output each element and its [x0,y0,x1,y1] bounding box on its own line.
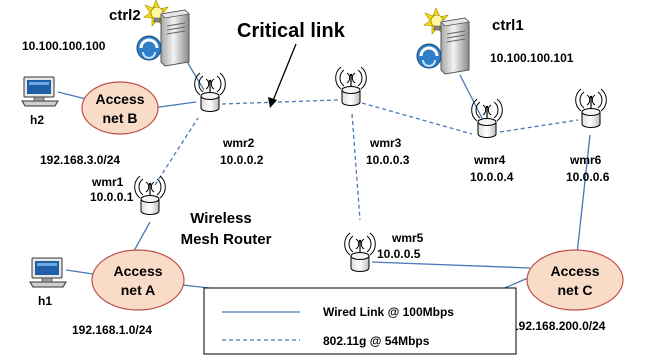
wmr4-name: wmr4 [473,153,506,167]
net-c-line1: Access [550,263,599,279]
h2-label: h2 [30,113,44,127]
wmr2-name: wmr2 [222,136,255,150]
h1-label: h1 [38,294,52,308]
wireless-links [154,99,579,221]
wmr5-name: wmr5 [391,231,424,245]
wmr6-ip: 10.0.0.6 [566,170,610,184]
wmr4-ip: 10.0.0.4 [470,170,514,184]
computer-icon [29,257,67,288]
link-wmr5-netc [371,261,531,269]
access-net-c: Access net C 192.168.200.0/24 [512,249,624,333]
net-c-line2: net C [558,282,593,298]
legend-wired-label: Wired Link @ 100Mbps [323,305,454,319]
link-wmr2-wmr3 [221,99,339,105]
ctrl2-ip: 10.100.100.100 [22,39,106,53]
router-type-label: Wireless Mesh Router [181,210,272,248]
router-type-line1: Wireless [190,210,252,227]
link-wmr1-wmr2 [154,117,199,186]
net-c-subnet: 192.168.200.0/24 [512,319,606,333]
net-a-line2: net A [121,282,155,298]
link-wmr6-netc [576,134,591,255]
wireless-router-icon [471,98,503,139]
wireless-router-icon [575,88,607,129]
wmr1-name: wmr1 [91,175,124,189]
wmr3-name: wmr3 [369,136,402,150]
router-wmr4: wmr4 10.0.0.4 [470,98,514,184]
link-wmr3-wmr5 [351,113,361,221]
controller-ctrl2: ctrl2 10.100.100.100 [22,0,191,68]
ctrl2-name: ctrl2 [109,7,141,24]
wireless-router-icon [134,175,166,216]
computer-icon [21,76,59,107]
net-b-line1: Access [95,91,144,107]
legend-wireless-label: 802.11g @ 54Mbps [323,334,430,348]
legend: Wired Link @ 100Mbps 802.11g @ 54Mbps [203,287,517,355]
wmr2-ip: 10.0.0.2 [220,153,264,167]
ctrl1-name: ctrl1 [492,17,524,34]
net-b-subnet: 192.168.3.0/24 [40,153,120,167]
net-b-line2: net B [103,110,138,126]
critical-link-callout: Critical link [237,20,346,108]
controller-ctrl1: ctrl1 10.100.100.101 [415,6,574,76]
link-ctrl1-wmr4 [459,74,485,123]
server-icon [135,0,191,68]
critical-link-label: Critical link [237,20,346,42]
net-a-subnet: 192.168.1.0/24 [72,323,152,337]
wmr6-name: wmr6 [569,153,602,167]
router-wmr5: wmr5 10.0.0.5 [344,231,424,273]
wmr1-ip: 10.0.0.1 [90,190,134,204]
link-netb-wmr2 [151,101,197,109]
access-net-b: Access net B 192.168.3.0/24 [40,81,159,167]
router-wmr2: wmr2 10.0.0.2 [194,72,264,167]
net-a-line1: Access [113,263,162,279]
router-type-line2: Mesh Router [181,231,272,248]
wireless-router-icon [344,232,376,273]
wmr3-ip: 10.0.0.3 [366,153,410,167]
server-icon [415,6,471,76]
router-wmr1: wmr1 10.0.0.1 [90,175,166,216]
wmr5-ip: 10.0.0.5 [377,247,421,261]
link-wmr3-wmr4 [361,102,473,135]
access-net-a: Access net A 192.168.1.0/24 [72,249,185,337]
router-wmr6: wmr6 10.0.0.6 [566,88,610,184]
link-wmr4-wmr6 [499,119,579,133]
router-wmr3: wmr3 10.0.0.3 [335,66,410,167]
wireless-router-icon [194,72,226,113]
host-h2: h2 [21,76,59,127]
wireless-router-icon [335,66,367,107]
host-h1: h1 [29,257,67,308]
ctrl1-ip: 10.100.100.101 [490,51,574,65]
